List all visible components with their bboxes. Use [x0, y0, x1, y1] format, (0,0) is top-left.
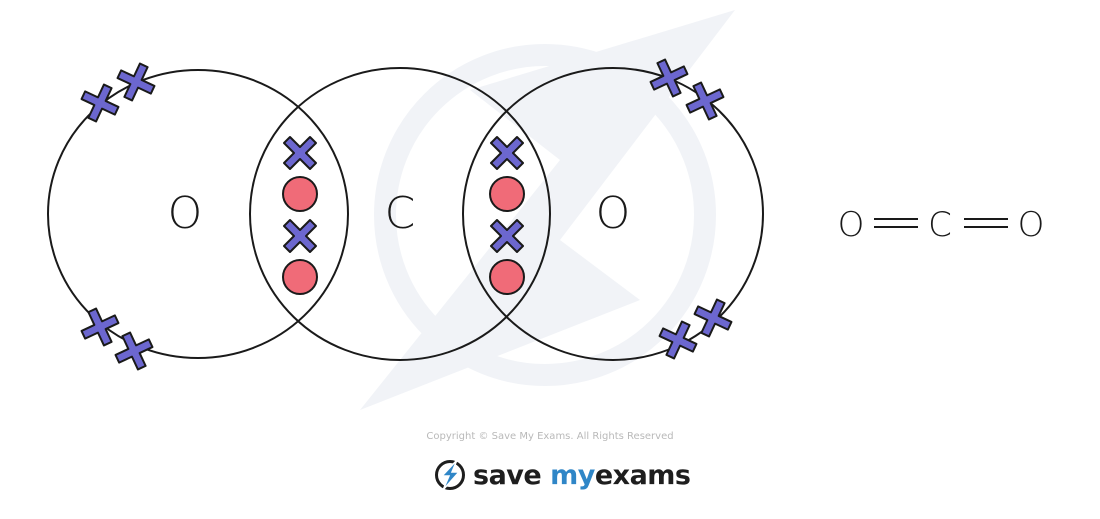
brand-logo: save myexams	[433, 455, 691, 495]
brand-word-exams: exams	[594, 459, 691, 491]
brand-word-save: save	[473, 459, 542, 491]
shared-electron-dot-icon	[489, 259, 525, 295]
formula-atom-2: C	[928, 205, 952, 245]
atom-label-oxygen-left: O	[168, 188, 203, 239]
copyright-text: Copyright © Save My Exams. All Rights Re…	[426, 431, 674, 442]
electron-cross-icon	[78, 305, 122, 349]
atom-label-carbon: C	[385, 188, 416, 239]
watermark-bolt-icon	[360, 10, 735, 410]
formula-atom-3: O	[1018, 205, 1045, 245]
watermark-circle	[374, 44, 716, 386]
electron-cross-icon	[683, 79, 727, 123]
lightning-logo-icon	[435, 459, 465, 491]
oxygen-left-shell	[47, 69, 349, 359]
shared-electron-cross-icon	[490, 136, 524, 170]
shared-electron-cross-icon	[283, 219, 317, 253]
carbon-shell	[249, 67, 551, 361]
formula-atom-1: O	[838, 205, 865, 245]
brand-word-my: my	[550, 459, 595, 491]
shared-electron-dot-icon	[282, 176, 318, 212]
atom-label-oxygen-right: O	[596, 188, 631, 239]
shared-electron-cross-icon	[283, 136, 317, 170]
shared-electron-dot-icon	[282, 259, 318, 295]
shared-electron-dot-icon	[489, 176, 525, 212]
electron-cross-icon	[114, 60, 158, 104]
oxygen-right-shell	[462, 67, 764, 361]
electron-cross-icon	[691, 296, 735, 340]
